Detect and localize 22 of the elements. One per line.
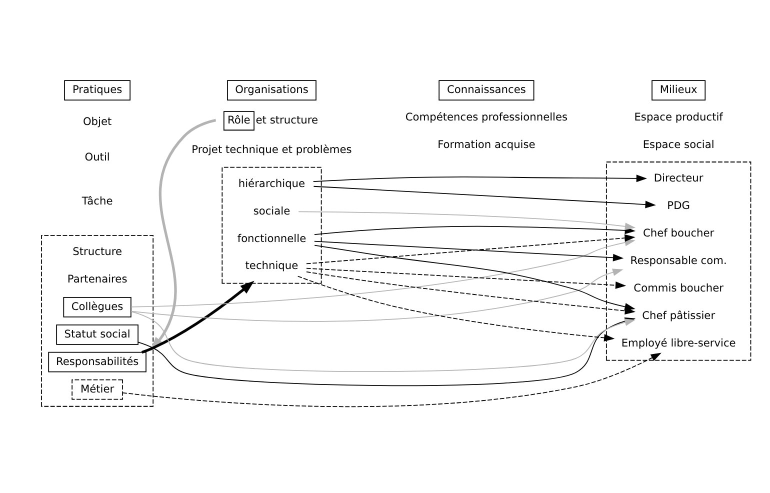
label: Projet technique et problèmes	[192, 142, 352, 156]
node-text: Directeur	[654, 171, 704, 184]
label: Objet	[82, 114, 112, 128]
label: Formation acquise	[438, 137, 536, 150]
node-text: technique	[245, 258, 298, 272]
node-text: Commis boucher	[634, 280, 724, 294]
node-text: Employé libre-service	[621, 336, 736, 349]
node-label: et structure	[256, 113, 318, 126]
node-text: PDG	[667, 198, 690, 212]
label: Espace productif	[634, 110, 723, 123]
node-text: sociale	[253, 204, 290, 217]
node-text: fonctionnelle	[237, 231, 306, 244]
label: Compétences professionnelles	[405, 110, 568, 123]
label: Espace social	[642, 137, 714, 150]
label: Outil	[84, 150, 110, 163]
node-text: Partenaires	[67, 272, 128, 286]
node-text: Chef boucher	[642, 226, 714, 239]
node-text: Responsable com.	[630, 253, 727, 266]
node-text: Structure	[72, 244, 122, 258]
node-text: hiérarchique	[238, 176, 306, 190]
label: Tâche	[82, 194, 113, 208]
node-text: Chef pâtissier	[642, 308, 716, 322]
